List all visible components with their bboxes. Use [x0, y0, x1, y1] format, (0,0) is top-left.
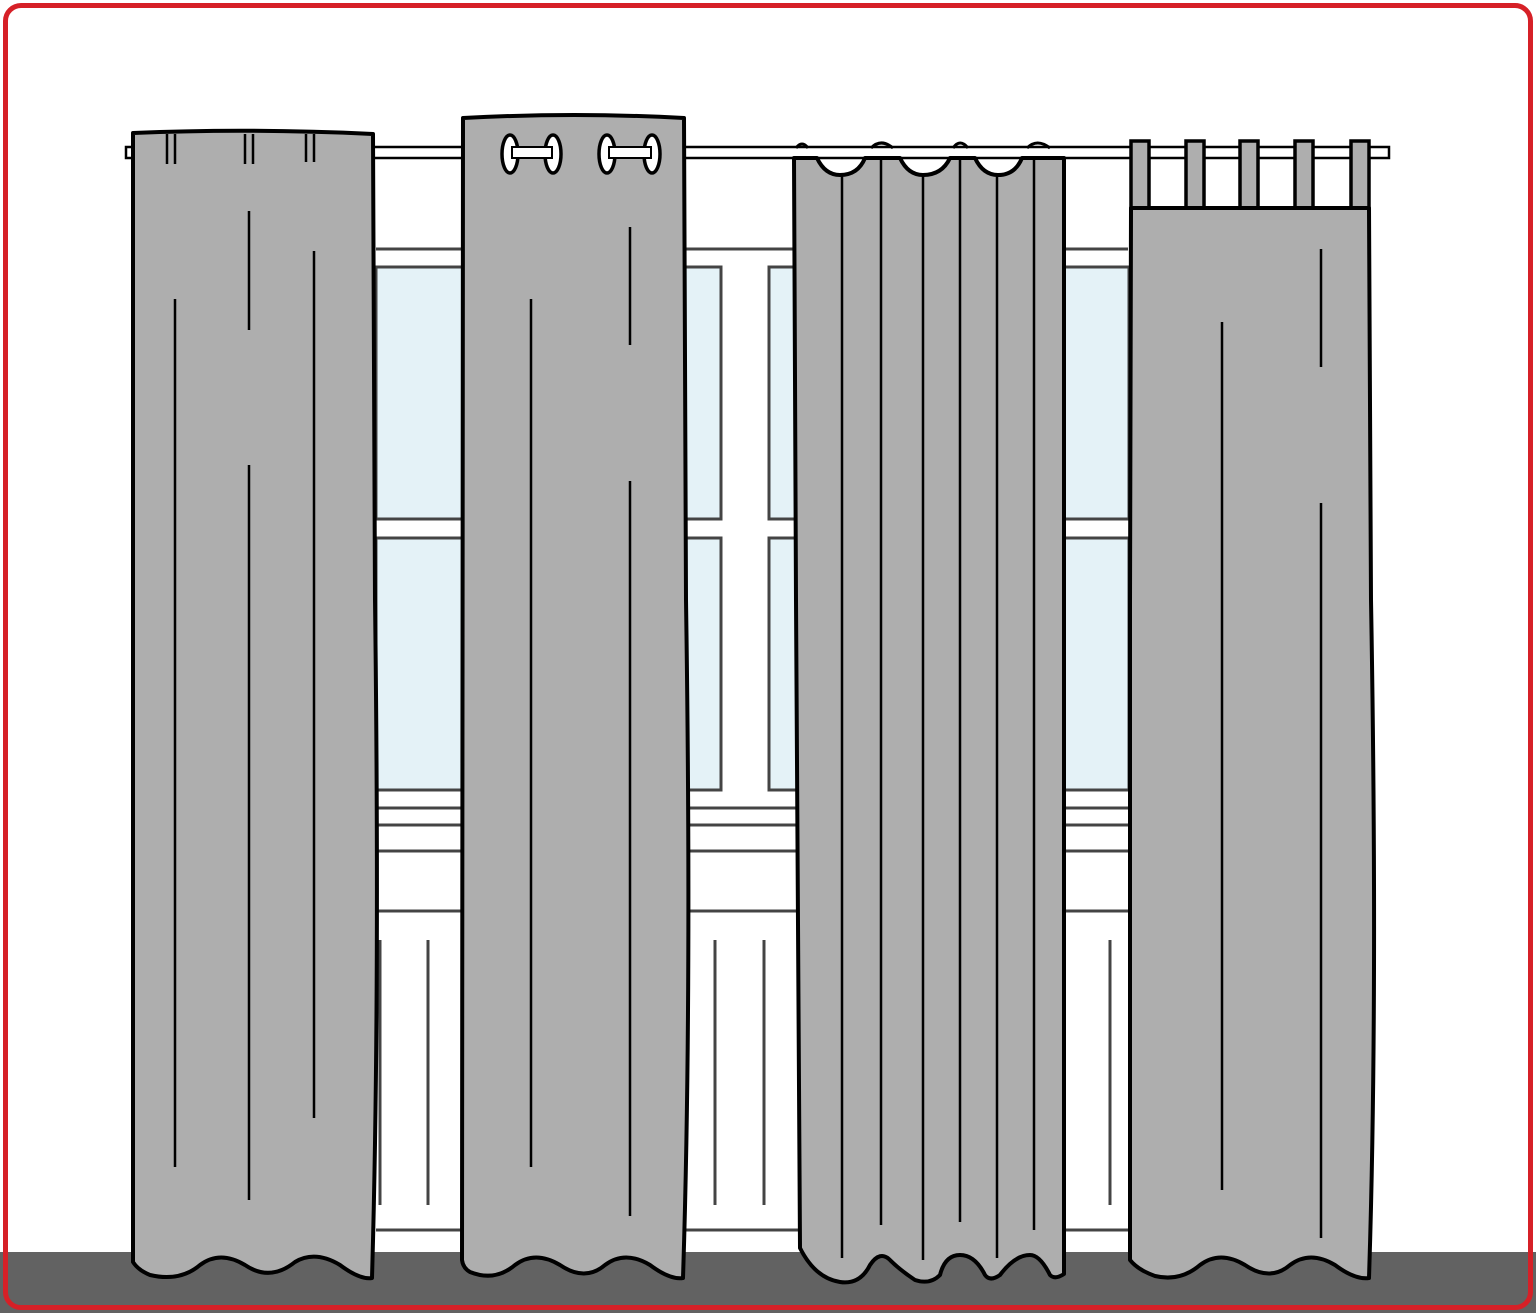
floor: [0, 1252, 1536, 1313]
curtain-pencil-pleat: [131, 128, 379, 1281]
curtain-wave: [792, 141, 1066, 1285]
curtain-eyelet: [460, 113, 691, 1281]
curtain-rod: [124, 145, 1391, 160]
curtain-tabs: [1129, 139, 1371, 211]
curtain-tab-top: [1128, 139, 1377, 1281]
